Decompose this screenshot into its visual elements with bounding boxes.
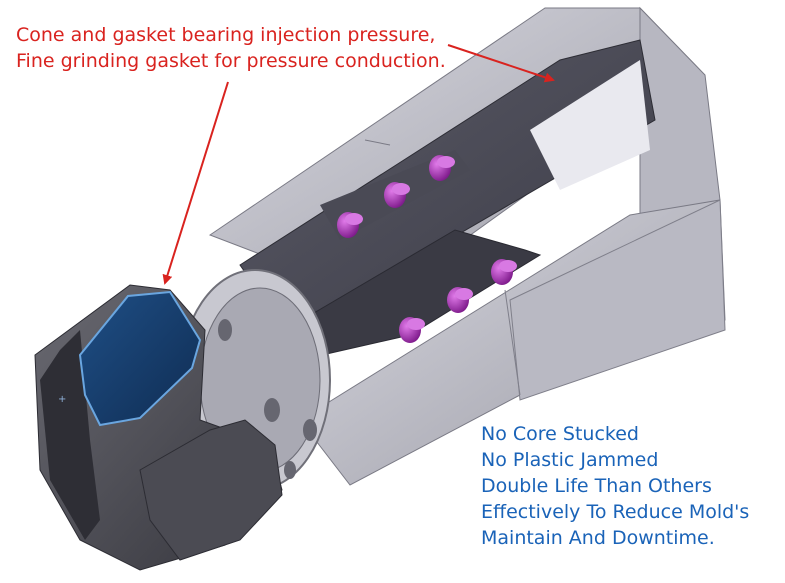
callout-text: Cone and gasket bearing injection pressu… — [16, 22, 446, 74]
callout-line: Fine grinding gasket for pressure conduc… — [16, 50, 446, 72]
roller-icon — [429, 155, 455, 181]
arrow-to-cone — [447, 44, 555, 83]
roller-icon — [337, 212, 363, 238]
feature-item: Effectively To Reduce Mold's — [481, 501, 750, 523]
gasket-face — [78, 290, 202, 427]
feature-item: No Plastic Jammed — [481, 449, 659, 471]
lock-body — [179, 6, 726, 491]
roller-bearings — [337, 155, 517, 343]
roller-icon — [447, 287, 473, 313]
arrow-to-gasket — [162, 81, 229, 285]
feature-item: No Core Stucked — [481, 423, 639, 445]
feature-item: Maintain And Downtime. — [481, 527, 715, 549]
roller-icon — [491, 259, 517, 285]
feature-list: No Core Stucked No Plastic Jammed Double… — [481, 421, 749, 551]
callout-line: Cone and gasket bearing injection pressu… — [16, 24, 436, 46]
svg-text:+: + — [58, 394, 66, 405]
roller-icon — [399, 317, 425, 343]
cone-gasket: + — [34, 284, 283, 571]
feature-item: Double Life Than Others — [481, 475, 712, 497]
roller-icon — [384, 182, 410, 208]
